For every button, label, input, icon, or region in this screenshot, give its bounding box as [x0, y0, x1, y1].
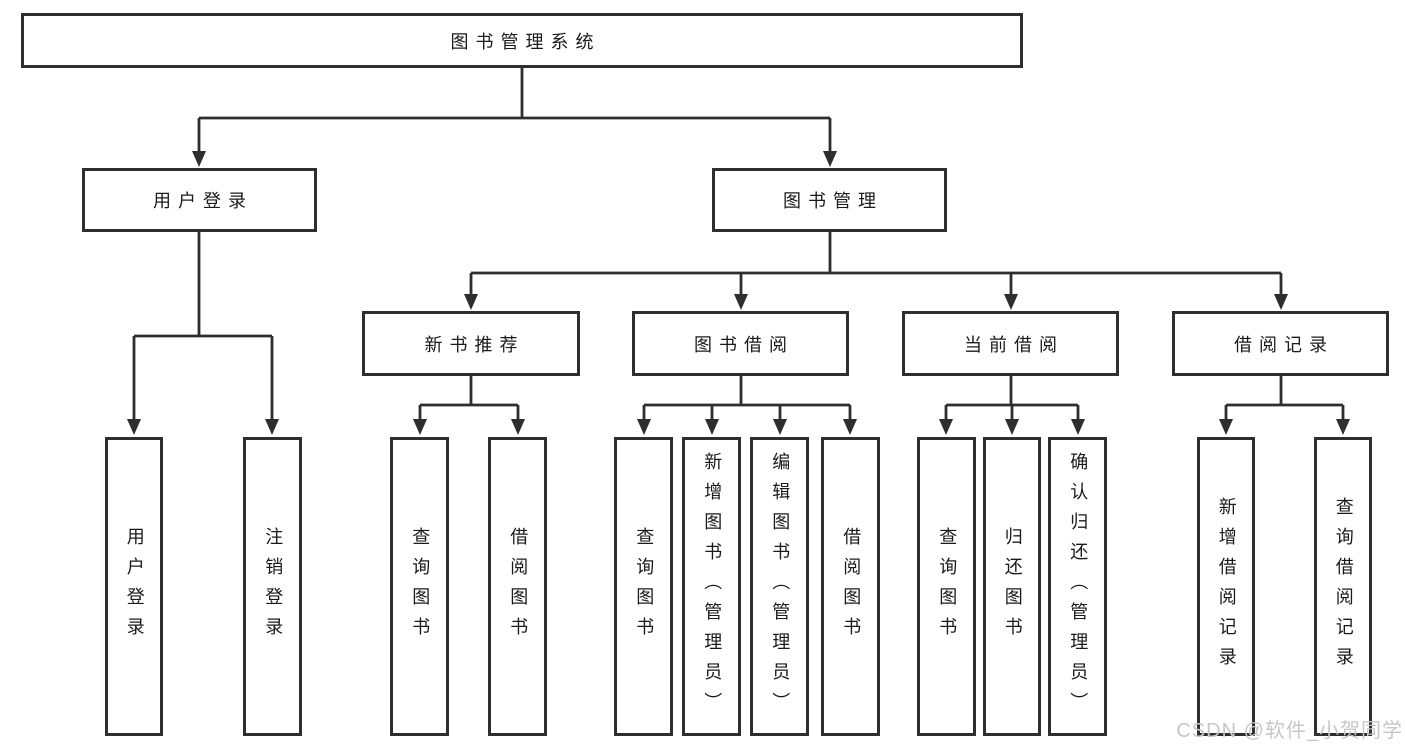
node-new-book: 新书推荐 — [362, 311, 580, 376]
leaf-label: 查询图书 — [634, 526, 655, 647]
connector-book-mgmt-children — [464, 232, 1288, 310]
connector-book-borrow-children — [637, 376, 857, 435]
leaf-label: 查询图书 — [937, 526, 958, 647]
node-root-label: 图书管理系统 — [450, 31, 601, 52]
node-root: 图书管理系统 — [21, 13, 1023, 68]
leaf-current-confirm-admin: 确认归还（管理员） — [1048, 437, 1107, 736]
node-user-login: 用户登录 — [82, 168, 317, 232]
leaf-label: 编辑图书（管理员） — [770, 451, 791, 722]
connector-root-to-level2 — [192, 68, 837, 167]
connector-current-borrow-children — [939, 376, 1085, 435]
leaf-borrow-query: 查询图书 — [614, 437, 673, 736]
leaf-borrow-edit-admin: 编辑图书（管理员） — [750, 437, 809, 736]
node-borrow-record: 借阅记录 — [1172, 311, 1389, 376]
leaf-record-add: 新增借阅记录 — [1197, 437, 1255, 736]
node-new-book-label: 新书推荐 — [424, 334, 525, 355]
leaf-label: 归还图书 — [1002, 526, 1023, 647]
connector-new-book-children — [413, 376, 525, 435]
connector-borrow-record-children — [1219, 376, 1350, 435]
leaf-label: 新增借阅记录 — [1216, 496, 1237, 677]
leaf-label: 借阅图书 — [841, 526, 862, 647]
node-book-mgmt-label: 图书管理 — [783, 191, 883, 211]
leaf-label: 查询图书 — [410, 526, 431, 647]
leaf-label: 注销登录 — [263, 526, 284, 647]
node-user-login-label: 用户登录 — [153, 191, 253, 211]
leaf-borrow-borrow: 借阅图书 — [821, 437, 880, 736]
node-borrow-record-label: 借阅记录 — [1234, 334, 1334, 355]
watermark: CSDN @软件_小贺同学 — [1176, 720, 1403, 742]
node-book-borrow: 图书借阅 — [632, 311, 849, 376]
node-current-borrow: 当前借阅 — [902, 311, 1119, 376]
node-current-borrow-label: 当前借阅 — [964, 334, 1064, 355]
leaf-label: 借阅图书 — [508, 526, 529, 647]
leaf-label: 查询借阅记录 — [1333, 496, 1354, 677]
leaf-current-return: 归还图书 — [983, 437, 1041, 736]
leaf-user-logout: 注销登录 — [243, 437, 302, 736]
leaf-label: 用户登录 — [124, 526, 145, 647]
node-book-mgmt: 图书管理 — [712, 168, 947, 232]
connector-user-login-children — [127, 232, 279, 435]
leaf-newbook-borrow: 借阅图书 — [488, 437, 547, 736]
leaf-current-query: 查询图书 — [917, 437, 976, 736]
leaf-record-query: 查询借阅记录 — [1314, 437, 1372, 736]
leaf-label: 确认归还（管理员） — [1068, 451, 1089, 722]
leaf-user-login: 用户登录 — [105, 437, 163, 736]
node-book-borrow-label: 图书借阅 — [694, 334, 794, 355]
leaf-borrow-add-admin: 新增图书（管理员） — [682, 437, 741, 736]
leaf-label: 新增图书（管理员） — [702, 451, 723, 722]
leaf-newbook-query: 查询图书 — [390, 437, 449, 736]
